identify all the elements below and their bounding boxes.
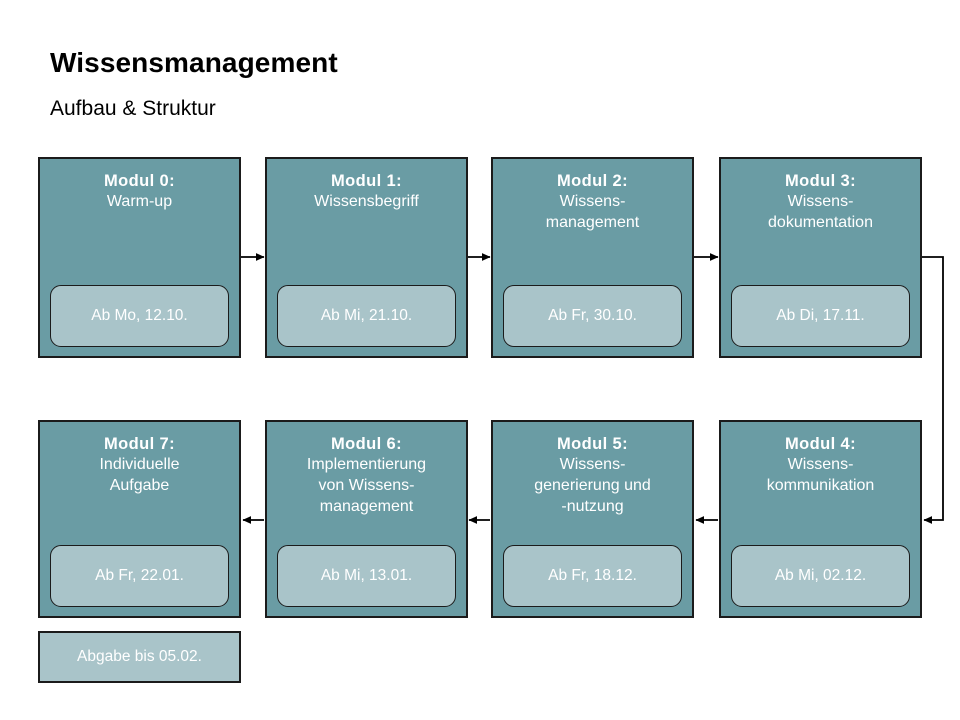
module-title: Modul 0: Warm-up	[40, 171, 239, 213]
module-heading: Modul 1:	[330, 172, 403, 190]
module-subline: Wissens-	[559, 193, 626, 211]
module-date-chip[interactable]: Ab Mi, 13.01.	[277, 545, 456, 607]
module-subline: Wissens-	[559, 456, 626, 474]
module-date-chip[interactable]: Ab Di, 17.11.	[731, 285, 910, 347]
module-heading: Modul 3:	[784, 172, 857, 190]
module-date-chip[interactable]: Ab Fr, 30.10.	[503, 285, 682, 347]
module-title: Modul 3: Wissens- dokumentation	[721, 171, 920, 234]
module-card-modul-3[interactable]: Modul 3: Wissens- dokumentation Ab Di, 1…	[719, 157, 922, 358]
module-subline: Wissens-	[787, 456, 854, 474]
module-subline: Wissensbegriff	[314, 193, 419, 211]
module-subline: Implementierung	[306, 456, 427, 474]
module-card-modul-0[interactable]: Modul 0: Warm-up Ab Mo, 12.10.	[38, 157, 241, 358]
module-title: Modul 2: Wissens- management	[493, 171, 692, 234]
module-subline: -nutzung	[561, 498, 624, 516]
module-subline: generierung und	[534, 477, 651, 495]
module-card-modul-2[interactable]: Modul 2: Wissens- management Ab Fr, 30.1…	[491, 157, 694, 358]
module-title: Modul 6: Implementierung von Wissens- ma…	[267, 434, 466, 518]
module-card-modul-6[interactable]: Modul 6: Implementierung von Wissens- ma…	[265, 420, 468, 618]
module-subline: dokumentation	[768, 214, 873, 232]
module-subline: Individuelle	[99, 456, 180, 474]
module-heading: Modul 6:	[330, 435, 403, 453]
module-date-chip[interactable]: Ab Fr, 22.01.	[50, 545, 229, 607]
module-date-chip[interactable]: Ab Fr, 18.12.	[503, 545, 682, 607]
module-subline: Wissens-	[787, 193, 854, 211]
module-title: Modul 4: Wissens- kommunikation	[721, 434, 920, 497]
module-heading: Modul 5:	[556, 435, 629, 453]
arrow-m3-to-m4-wrap	[922, 256, 944, 524]
module-title: Modul 1: Wissensbegriff	[267, 171, 466, 213]
deadline-box[interactable]: Abgabe bis 05.02.	[38, 631, 241, 683]
module-subline: von Wissens-	[318, 477, 415, 495]
module-date-chip[interactable]: Ab Mi, 02.12.	[731, 545, 910, 607]
module-card-modul-5[interactable]: Modul 5: Wissens- generierung und -nutzu…	[491, 420, 694, 618]
module-subline: kommunikation	[766, 477, 875, 495]
module-card-modul-7[interactable]: Modul 7: Individuelle Aufgabe Ab Fr, 22.…	[38, 420, 241, 618]
module-date-chip[interactable]: Ab Mo, 12.10.	[50, 285, 229, 347]
page-title: Wissensmanagement	[50, 47, 338, 78]
module-subline: management	[319, 498, 414, 516]
module-card-modul-1[interactable]: Modul 1: Wissensbegriff Ab Mi, 21.10.	[265, 157, 468, 358]
module-card-modul-4[interactable]: Modul 4: Wissens- kommunikation Ab Mi, 0…	[719, 420, 922, 618]
module-subline: management	[545, 214, 640, 232]
module-heading: Modul 7:	[103, 435, 176, 453]
module-title: Modul 5: Wissens- generierung und -nutzu…	[493, 434, 692, 518]
module-subline: Aufgabe	[109, 477, 170, 495]
module-heading: Modul 4:	[784, 435, 857, 453]
module-subline: Warm-up	[106, 193, 173, 211]
module-heading: Modul 2:	[556, 172, 629, 190]
module-title: Modul 7: Individuelle Aufgabe	[40, 434, 239, 497]
module-heading: Modul 0:	[103, 172, 176, 190]
module-date-chip[interactable]: Ab Mi, 21.10.	[277, 285, 456, 347]
page-subtitle: Aufbau & Struktur	[50, 97, 216, 120]
